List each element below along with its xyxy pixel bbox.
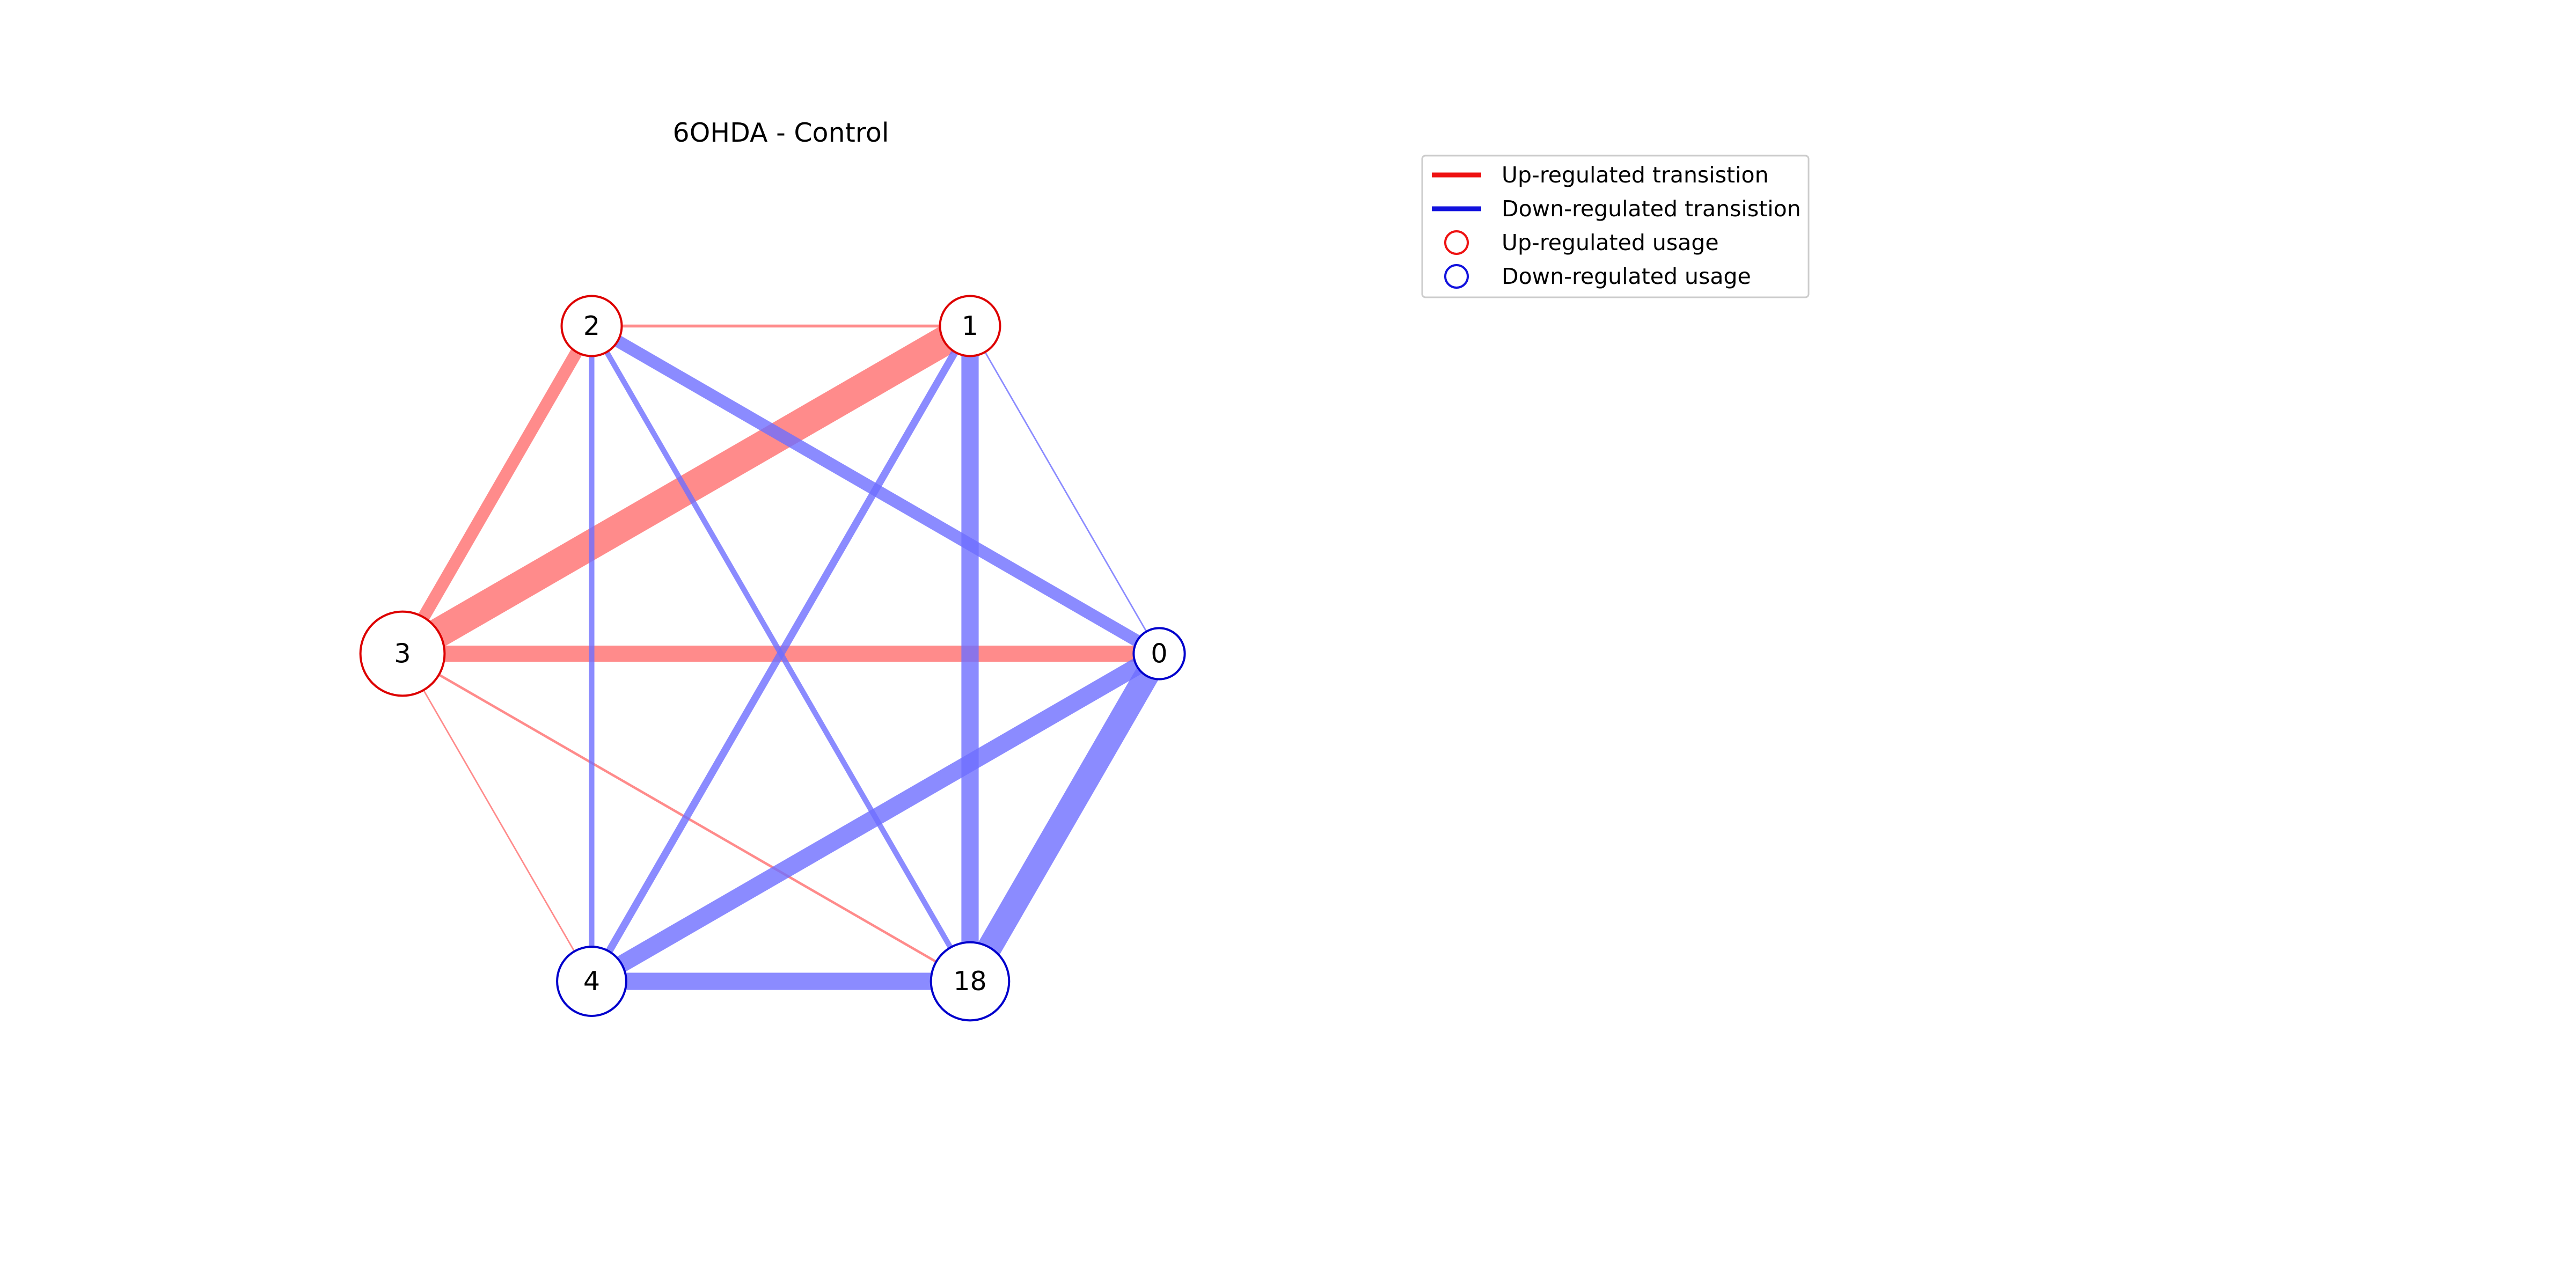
- legend-swatch-2: [1444, 230, 1469, 255]
- node-18: 18: [930, 941, 1011, 1022]
- legend-label-1: Down-regulated transistion: [1502, 196, 1801, 222]
- node-circle-0: [1132, 627, 1186, 680]
- legend-label-0: Up-regulated transistion: [1502, 162, 1769, 188]
- node-0: 0: [1132, 627, 1186, 680]
- edge-3-4: [401, 653, 592, 982]
- node-circle-2: [560, 295, 623, 357]
- nodes-layer: 2 1 3 0 4 18: [359, 295, 1186, 1022]
- node-4: 4: [556, 946, 627, 1017]
- node-label-3: 3: [394, 639, 411, 669]
- legend-swatch-3: [1444, 264, 1469, 289]
- edge-1-4: [588, 324, 974, 983]
- node-circle-18: [930, 941, 1011, 1022]
- node-3: 3: [359, 610, 446, 697]
- edge-1-0: [969, 325, 1160, 654]
- edge-0-18: [959, 647, 1170, 988]
- node-circle-3: [359, 610, 446, 697]
- node-label-0: 0: [1151, 639, 1167, 669]
- chart-title: 6OHDA - Control: [673, 118, 889, 148]
- legend-frame: [1421, 155, 1810, 298]
- node-label-18: 18: [953, 966, 986, 997]
- node-2: 2: [560, 295, 623, 357]
- legend-label-3: Down-regulated usage: [1502, 264, 1751, 289]
- edge-2-3: [397, 323, 597, 657]
- node-label-2: 2: [583, 311, 600, 341]
- node-1: 1: [939, 295, 1001, 357]
- node-label-4: 4: [583, 966, 600, 997]
- legend-label-2: Up-regulated usage: [1502, 230, 1719, 255]
- node-circle-1: [939, 295, 1001, 357]
- node-circle-4: [556, 946, 627, 1017]
- node-label-1: 1: [962, 311, 978, 341]
- edge-0-4: [587, 646, 1164, 989]
- edges-layer: [395, 313, 1170, 990]
